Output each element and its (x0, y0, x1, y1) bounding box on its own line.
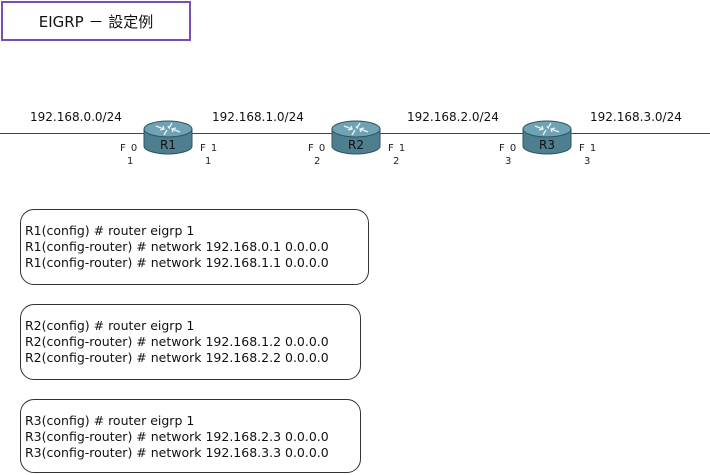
config-line: R3(config) # router eigrp 1 (25, 413, 195, 428)
port-label-r1-f0: F 0 (120, 143, 139, 154)
config-line: R1(config-router) # network 192.168.0.1 … (25, 239, 329, 254)
config-line: R3(config-router) # network 192.168.3.3 … (25, 445, 329, 460)
router-r1: R1 (142, 118, 194, 158)
port-num-r1-f0: 1 (127, 156, 135, 167)
config-box-r2: R2(config) # router eigrp 1 R2(config-ro… (20, 304, 361, 380)
router-name: R1 (160, 138, 176, 152)
subnet-label-2: 192.168.2.0/24 (407, 110, 499, 124)
router-name: R2 (348, 138, 364, 152)
config-box-r1: R1(config) # router eigrp 1 R1(config-ro… (20, 209, 369, 285)
port-num-r2-f1: 2 (393, 156, 401, 167)
port-num-r3-f1: 3 (584, 156, 592, 167)
subnet-label-0: 192.168.0.0/24 (30, 110, 122, 124)
port-label-r3-f1: F 1 (579, 143, 598, 154)
subnet-label-1: 192.168.1.0/24 (212, 110, 304, 124)
config-line: R1(config-router) # network 192.168.1.1 … (25, 255, 329, 270)
config-line: R2(config) # router eigrp 1 (25, 318, 195, 333)
subnet-label-3: 192.168.3.0/24 (590, 110, 682, 124)
port-label-r1-f1: F 1 (200, 143, 219, 154)
diagram-title: EIGRP － 設定例 (1, 1, 191, 41)
router-name: R3 (539, 138, 555, 152)
port-label-r2-f1: F 1 (388, 143, 407, 154)
router-icon (522, 120, 572, 155)
config-box-r3: R3(config) # router eigrp 1 R3(config-ro… (20, 399, 361, 473)
config-line: R3(config-router) # network 192.168.2.3 … (25, 429, 329, 444)
port-num-r2-f0: 2 (314, 156, 322, 167)
router-r2: R2 (330, 118, 382, 158)
port-num-r3-f0: 3 (505, 156, 513, 167)
config-line: R2(config-router) # network 192.168.1.2 … (25, 334, 329, 349)
config-line: R2(config-router) # network 192.168.2.2 … (25, 350, 329, 365)
port-num-r1-f1: 1 (205, 156, 213, 167)
config-line: R1(config) # router eigrp 1 (25, 223, 195, 238)
router-icon (143, 120, 193, 155)
port-label-r2-f0: F 0 (308, 143, 327, 154)
router-icon (331, 120, 381, 155)
router-r3: R3 (521, 118, 573, 158)
port-label-r3-f0: F 0 (499, 143, 518, 154)
